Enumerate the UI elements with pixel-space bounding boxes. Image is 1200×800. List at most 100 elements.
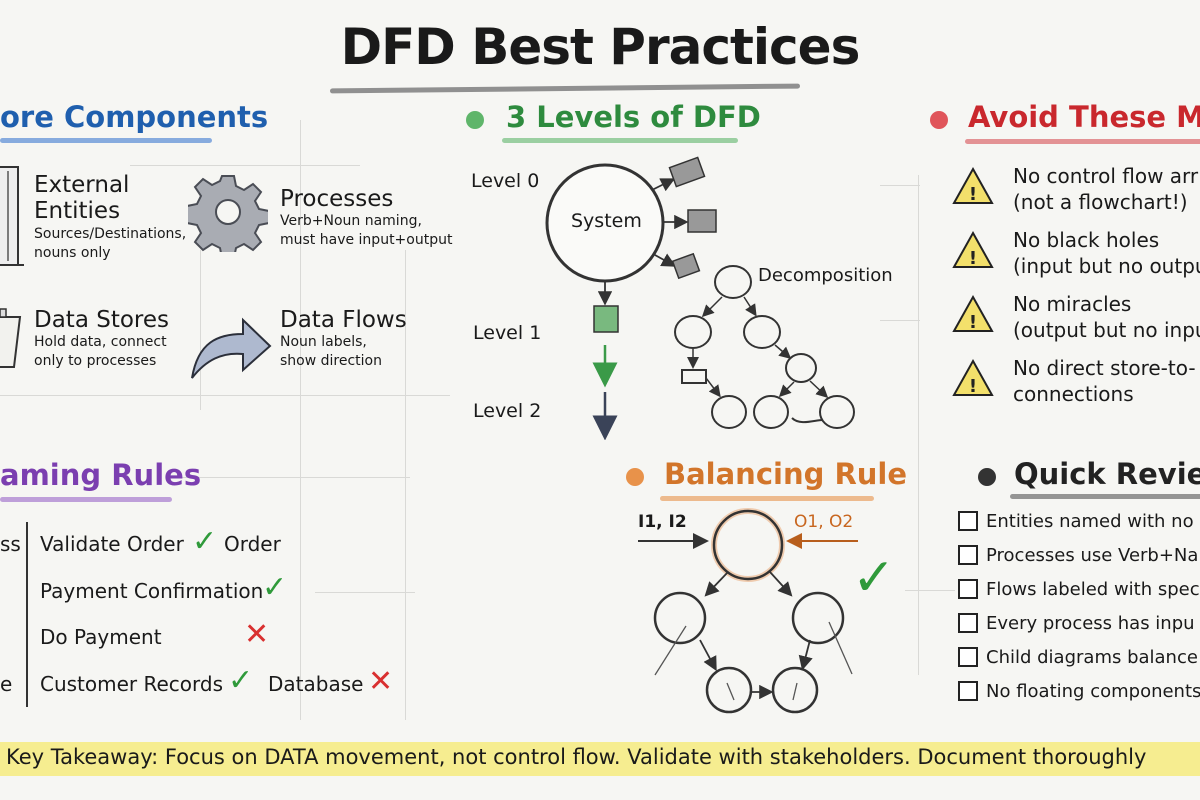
checklist-item[interactable]: Entities named with no (958, 504, 1200, 538)
item-desc: only to processes (34, 353, 157, 370)
checkbox[interactable] (958, 681, 978, 701)
checklist-item[interactable]: No floating components (958, 674, 1200, 708)
grid-line (880, 185, 920, 186)
item-title: Data Flows (280, 307, 407, 333)
mistake-desc: (input but no output) (1013, 254, 1200, 278)
checklist-label: Every process has inpu (986, 612, 1195, 634)
checklist-label: Child diagrams balance (986, 646, 1198, 668)
cross-icon: ✕ (368, 664, 394, 699)
item-title: Data Stores (34, 307, 170, 333)
input-label: I1, I2 (638, 512, 687, 532)
item-title: Processes (280, 186, 394, 212)
cross-icon: ✕ (244, 617, 270, 652)
grid-line (0, 395, 450, 396)
checkbox[interactable] (958, 545, 978, 565)
checklist-label: Entities named with no (986, 510, 1194, 532)
decomposition-label: Decomposition (758, 265, 893, 286)
item-desc: nouns only (34, 244, 111, 261)
red-bullet-icon (930, 111, 948, 129)
level-1-label: Level 1 (473, 322, 542, 344)
levels-underline (502, 138, 738, 143)
mistake-item: No black holes (input but no output) (1013, 227, 1200, 279)
checklist-item[interactable]: Flows labeled with spec (958, 572, 1200, 606)
checklist-item[interactable]: Child diagrams balance (958, 640, 1200, 674)
quick-review-underline (1010, 494, 1200, 499)
balancing-check-icon: ✓ (852, 548, 896, 608)
balancing-underline (660, 496, 874, 501)
checkbox[interactable] (958, 579, 978, 599)
takeaway-highlight (0, 742, 1200, 776)
level-2-label: Level 2 (473, 400, 542, 422)
naming-row-text: Do Payment (40, 625, 162, 649)
item-title: External (34, 172, 130, 198)
black-bullet-icon (978, 468, 996, 486)
svg-text:!: ! (969, 184, 977, 205)
svg-text:!: ! (969, 376, 977, 397)
data-store-icon (0, 308, 22, 368)
naming-row-text: Validate Order (40, 532, 184, 556)
grid-line (200, 250, 201, 410)
item-desc: Noun labels, (280, 334, 367, 351)
mistakes-underline (965, 139, 1200, 144)
grid-line (300, 120, 301, 720)
quick-review-heading: Quick Review (1014, 457, 1200, 491)
grid-line (405, 250, 406, 720)
grid-line (880, 320, 920, 321)
item-desc: show direction (280, 353, 382, 370)
data-flows-item: Data Flows Noun labels, show direction (280, 307, 407, 371)
svg-text:!: ! (969, 248, 977, 269)
naming-divider (26, 522, 28, 707)
data-stores-item: Data Stores Hold data, connect only to p… (34, 307, 169, 371)
mistake-desc: (output but no input) (1013, 318, 1200, 342)
mistake-title: No black holes (1013, 228, 1160, 252)
grid-line (918, 175, 919, 675)
mistakes-heading: Avoid These Mist (968, 100, 1200, 134)
svg-text:!: ! (969, 312, 977, 333)
naming-row-extra: Order (224, 532, 281, 556)
mistake-item: No direct store-to- connections (1013, 355, 1196, 407)
naming-underline (0, 497, 172, 502)
checklist-label: Processes use Verb+Na (986, 544, 1199, 566)
checkbox[interactable] (958, 613, 978, 633)
item-desc: Hold data, connect (34, 334, 167, 351)
checkbox[interactable] (958, 647, 978, 667)
key-takeaway: Key Takeaway: Focus on DATA movement, no… (6, 745, 1147, 769)
item-desc: Sources/Destinations, (34, 225, 187, 242)
mistake-item: No miracles (output but no input) (1013, 291, 1200, 343)
naming-heading: aming Rules (0, 458, 202, 492)
item-title: Entities (34, 198, 121, 225)
check-icon: ✓ (262, 570, 288, 605)
checklist: Entities named with no Processes use Ver… (958, 504, 1200, 708)
balancing-heading: Balancing Rule (664, 457, 908, 491)
gear-icon (188, 175, 268, 252)
grid-line (170, 477, 410, 478)
checkbox[interactable] (958, 511, 978, 531)
check-icon: ✓ (228, 663, 254, 698)
mistake-item: No control flow arr (not a flowchart!) (1013, 163, 1198, 215)
checklist-item[interactable]: Every process has inpu (958, 606, 1200, 640)
balancing-diagram (638, 508, 858, 714)
green-bullet-icon (466, 111, 484, 129)
mistake-desc: connections (1013, 382, 1134, 406)
mistake-desc: (not a flowchart!) (1013, 190, 1188, 214)
title-underline (329, 83, 801, 94)
naming-row-text: Payment Confirmation (40, 579, 264, 603)
mistake-title: No miracles (1013, 292, 1132, 316)
naming-left-label: ss (0, 532, 21, 556)
levels-diagram (545, 156, 855, 440)
levels-heading: 3 Levels of DFD (506, 100, 761, 134)
naming-row-text: Customer Records (40, 672, 224, 696)
core-components-heading: ore Components (0, 100, 269, 134)
page-title: DFD Best Practices (340, 18, 861, 76)
naming-row-extra: Database (268, 672, 364, 696)
processes-item: Processes Verb+Noun naming, must have in… (280, 186, 452, 250)
grid-line (905, 590, 955, 591)
checklist-item[interactable]: Processes use Verb+Na (958, 538, 1200, 572)
item-desc: must have input+output (280, 232, 453, 249)
grid-line (130, 165, 360, 166)
mistake-title: No direct store-to- (1013, 356, 1196, 380)
output-label: O1, O2 (794, 512, 854, 532)
orange-bullet-icon (626, 468, 644, 486)
core-components-underline (0, 138, 212, 143)
system-label: System (571, 210, 642, 232)
